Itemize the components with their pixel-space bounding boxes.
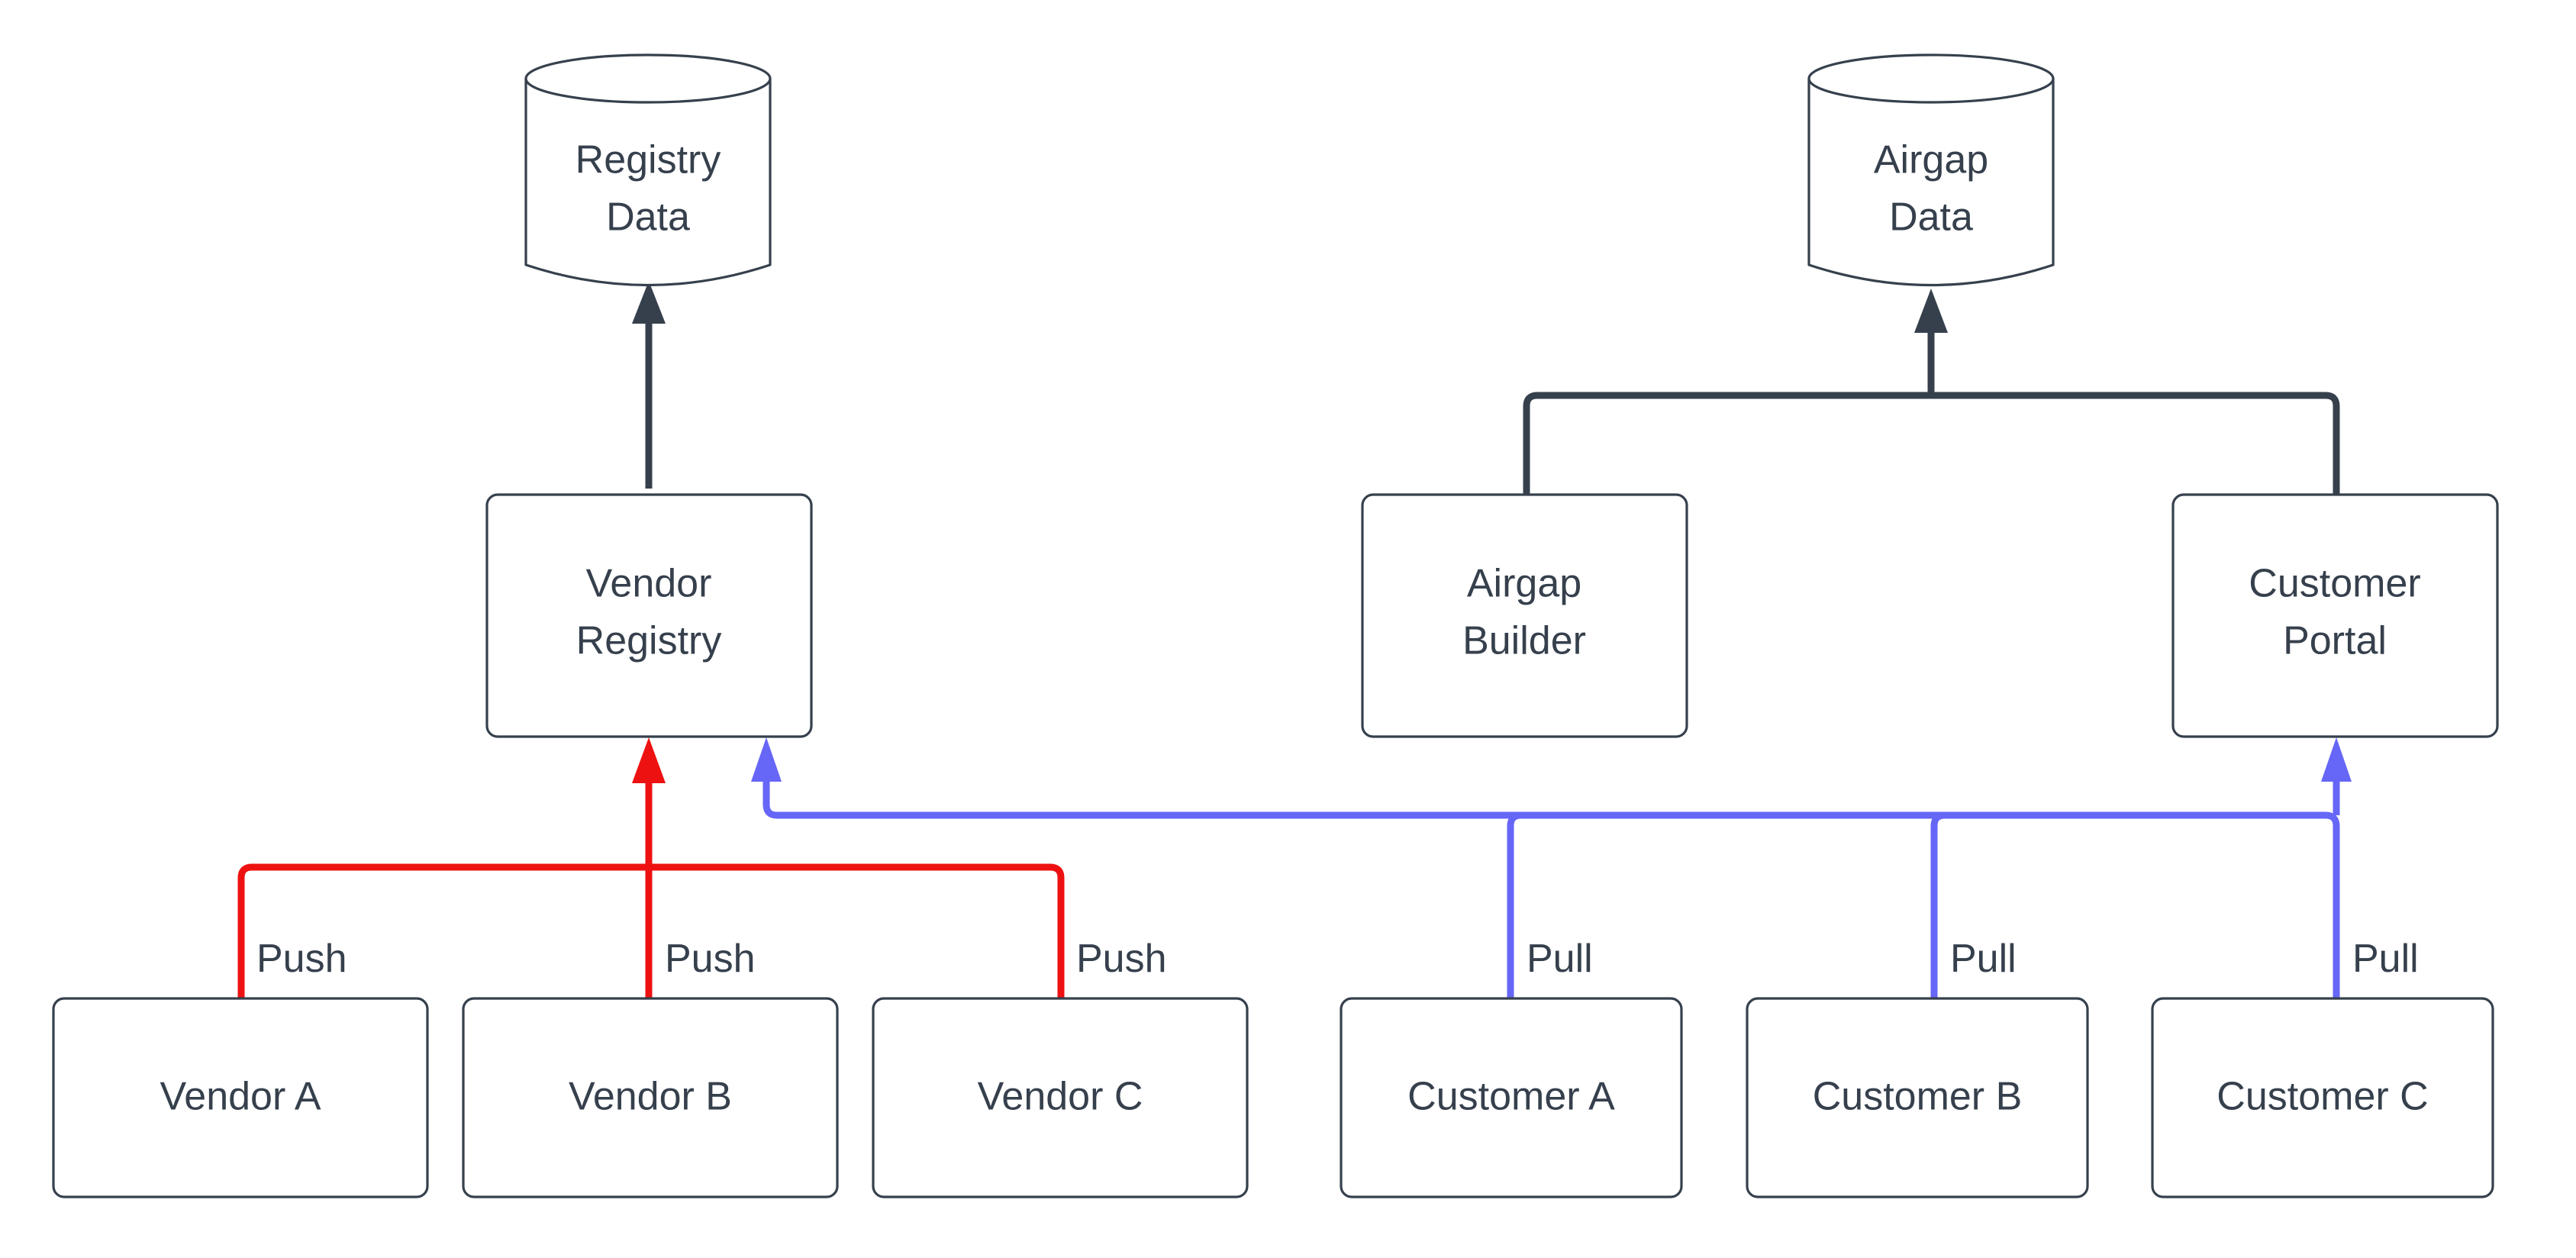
vendor-box-shape: [462, 997, 839, 1198]
cylinder-body-shape: [1807, 77, 2055, 287]
node-customer-c[interactable]: Customer C: [2151, 997, 2494, 1198]
edge-customer-portal-to-airgap-data: [1931, 392, 2340, 495]
datastore-registry-data[interactable]: Registry Data: [524, 53, 772, 287]
edge-vendor-a-push: [237, 863, 649, 998]
edge-airgap-builder-to-airgap-data: [1523, 392, 1931, 495]
edge-line: [1507, 811, 1534, 998]
datastore-label-line1: Registry: [575, 138, 721, 182]
customer-label: Customer C: [2217, 1075, 2428, 1119]
edge-line: [1931, 392, 2340, 495]
customer-label: Customer A: [1407, 1075, 1615, 1119]
node-vendor-b[interactable]: Vendor B: [462, 997, 839, 1198]
datastore-airgap-data[interactable]: Airgap Data: [1807, 53, 2055, 287]
service-box-shape: [485, 493, 813, 738]
edge-label-vendor-c-push: Push: [1076, 937, 1167, 981]
service-label-line2: Portal: [2283, 619, 2387, 663]
cylinder-top-ellipse: [524, 53, 772, 104]
service-label-line1: Customer: [2249, 562, 2420, 606]
customer-box-shape: [2151, 997, 2494, 1198]
service-box-shape: [2171, 493, 2499, 738]
edge-line: [2325, 811, 2340, 998]
vendor-label: Vendor C: [978, 1075, 1143, 1119]
vendor-label: Vendor B: [569, 1075, 732, 1119]
edge-vendor-registry-to-registry-data: [632, 281, 666, 489]
edge-vendor-c-push: [649, 863, 1065, 998]
edge-airgap-riser: [1914, 289, 1948, 395]
edge-line: [1523, 392, 1931, 495]
edge-line: [237, 863, 649, 998]
edge-label-customer-c-pull: Pull: [2352, 937, 2419, 981]
service-label-line2: Builder: [1462, 619, 1586, 663]
datastore-label-line2: Data: [1889, 195, 1973, 240]
arrow-head-up-icon: [751, 737, 782, 782]
edge-vendor-b-push: [632, 737, 666, 998]
customer-label: Customer B: [1813, 1075, 2023, 1119]
edge-line: [762, 765, 2326, 819]
vendor-box-shape: [872, 997, 1249, 1198]
edge-customer-b-pull: [1930, 811, 1958, 998]
edge-customer-c-pull: [2321, 737, 2352, 998]
arrow-head-up-icon: [1914, 289, 1948, 333]
datastore-label-line2: Data: [606, 195, 690, 240]
service-label-line1: Airgap: [1467, 562, 1581, 606]
node-customer-a[interactable]: Customer A: [1340, 997, 1683, 1198]
edge-label-vendor-a-push: Push: [256, 937, 347, 981]
node-vendor-c[interactable]: Vendor C: [872, 997, 1249, 1198]
edge-customers-pull-to-vendor-registry: [751, 737, 2326, 819]
edge-customer-a-pull: [1507, 811, 1534, 998]
customer-box-shape: [1746, 997, 2089, 1198]
vendor-box-shape: [52, 997, 429, 1198]
datastore-label-line1: Airgap: [1874, 138, 1988, 182]
customer-box-shape: [1340, 997, 1683, 1198]
edge-line: [1930, 811, 1958, 998]
edge-line: [649, 863, 1065, 998]
arrow-head-up-icon: [2321, 737, 2352, 782]
vendor-label: Vendor A: [160, 1075, 321, 1119]
service-airgap-builder[interactable]: Airgap Builder: [1361, 493, 1688, 738]
service-customer-portal[interactable]: Customer Portal: [2171, 493, 2499, 738]
edge-label-vendor-b-push: Push: [665, 937, 756, 981]
node-customer-b[interactable]: Customer B: [1746, 997, 2089, 1198]
arrow-head-up-icon: [632, 281, 666, 324]
cylinder-body-shape: [524, 77, 772, 287]
service-label-line2: Registry: [576, 619, 722, 663]
service-box-shape: [1361, 493, 1688, 738]
edge-label-customer-b-pull: Pull: [1950, 937, 2017, 981]
service-vendor-registry[interactable]: Vendor Registry: [485, 493, 813, 738]
cylinder-top-ellipse: [1807, 53, 2055, 104]
edge-label-customer-a-pull: Pull: [1527, 937, 1593, 981]
service-label-line1: Vendor: [586, 562, 712, 606]
arrow-head-up-icon: [632, 737, 666, 783]
node-vendor-a[interactable]: Vendor A: [52, 997, 429, 1198]
